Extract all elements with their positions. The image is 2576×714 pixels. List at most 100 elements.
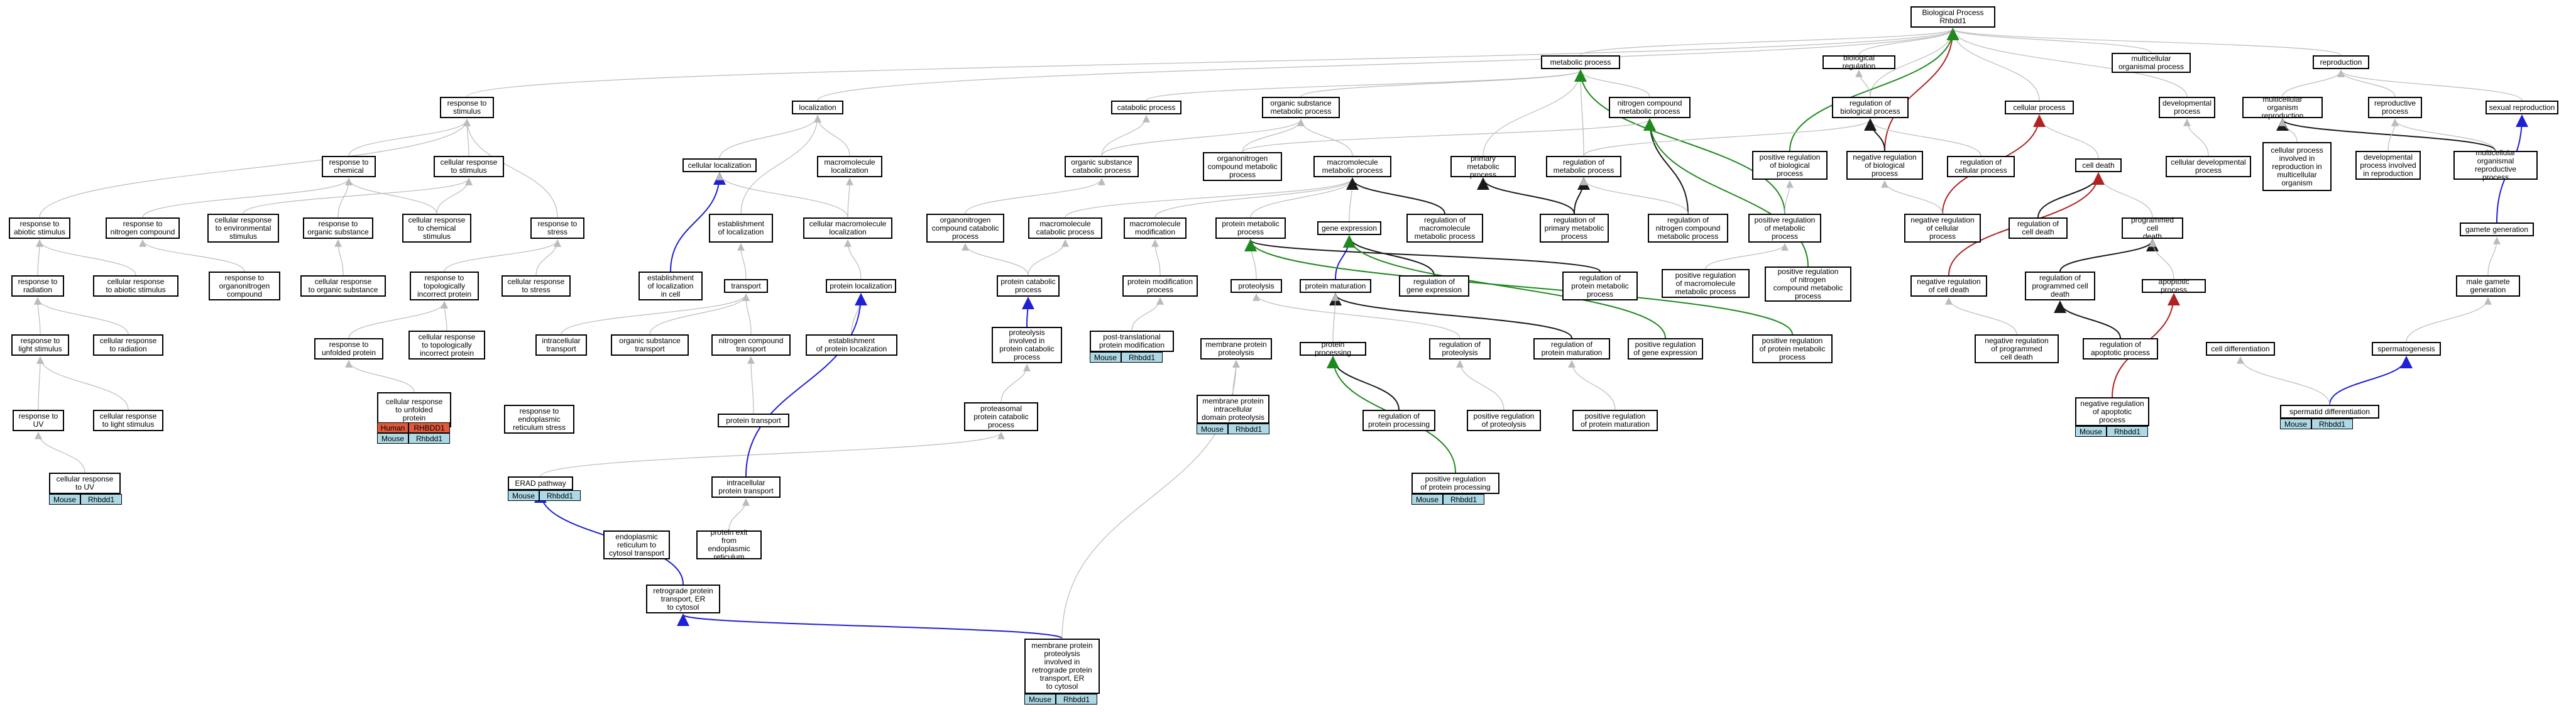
go-term-cell-dev[interactable]: cellular developmental process — [2166, 156, 2251, 177]
go-term-prot-met[interactable]: protein metabolic process — [1215, 217, 1286, 239]
go-term-cr-orgsub[interactable]: cellular response to organic substance — [300, 275, 386, 297]
go-term-resp-unfolded[interactable]: response to unfolded protein — [314, 338, 383, 360]
go-term-spermatogenesis[interactable]: spermatogenesis — [2372, 342, 2441, 356]
go-term-pcd[interactable]: programmed cell death — [2122, 216, 2183, 240]
go-term-ptm[interactable]: post-translational protein modification — [1090, 331, 1174, 352]
go-term-sexual-repro[interactable]: sexual reproduction — [2486, 101, 2558, 114]
go-term-mem-intra[interactable]: membrane protein intracellular domain pr… — [1197, 395, 1269, 424]
go-term-gene-expr[interactable]: gene expression — [1317, 221, 1381, 235]
go-term-nitro-met[interactable]: nitrogen compound metabolic process — [1609, 97, 1691, 118]
go-term-resp-orgN[interactable]: response to organonitrogen compound — [209, 272, 280, 300]
go-term-repro-proc[interactable]: reproductive process — [2368, 97, 2422, 118]
go-term-pos-reg-macromol[interactable]: positive regulation of macromolecule met… — [1662, 269, 1750, 298]
go-term-erad[interactable]: ERAD pathway — [508, 476, 573, 490]
go-term-macromol-met[interactable]: macromolecule metabolic process — [1313, 156, 1391, 177]
go-term-pos-reg-gene-expr[interactable]: positive regulation of gene expression — [1628, 338, 1703, 360]
go-term-pos-reg-met[interactable]: positive regulation of metabolic process — [1748, 214, 1821, 243]
go-term-neg-reg-pcd[interactable]: negative regulation of programmed cell d… — [1975, 334, 2059, 363]
go-term-neg-reg-apoptotic[interactable]: negative regulation of apoptotic process — [2075, 397, 2149, 426]
go-term-cr-uv[interactable]: cellular response to UV — [49, 473, 121, 494]
go-term-reg-bio[interactable]: regulation of biological process — [1832, 97, 1909, 118]
go-term-cr-light[interactable]: cellular response to light stimulus — [93, 410, 163, 431]
go-term-pos-reg-prot-mat[interactable]: positive regulation of protein maturatio… — [1572, 410, 1658, 431]
go-term-cell-resp-stim[interactable]: cellular response to stimulus — [434, 156, 504, 177]
go-term-intracell-prot-transport[interactable]: intracellular protein transport — [711, 476, 781, 498]
go-term-reg-cell-death[interactable]: regulation of cell death — [2009, 217, 2068, 239]
go-term-est-loc[interactable]: establishment of localization — [709, 214, 773, 243]
go-term-macromol-loc[interactable]: macromolecule localization — [817, 156, 882, 177]
go-term-developmental[interactable]: developmental process — [2159, 97, 2215, 118]
go-term-dev-repro[interactable]: developmental process involved in reprod… — [2355, 151, 2421, 180]
go-term-prot-processing[interactable]: protein processing — [1300, 341, 1366, 357]
go-term-proteolysis[interactable]: proteolysis — [1230, 279, 1282, 293]
go-term-reg-proteolysis[interactable]: regulation of proteolysis — [1429, 338, 1491, 360]
go-term-reg-prot-met[interactable]: regulation of protein metabolic process — [1562, 272, 1638, 300]
go-term-cr-stress[interactable]: cellular response to stress — [501, 275, 571, 297]
go-term-gamete-gen[interactable]: gamete generation — [2460, 222, 2534, 236]
go-term-catabolic[interactable]: catabolic process — [1111, 101, 1181, 114]
go-term-cell-death[interactable]: cell death — [2075, 158, 2122, 172]
go-term-macromol-cat[interactable]: macromolecule catabolic process — [1028, 217, 1102, 239]
go-term-bioreg[interactable]: biological regulation — [1822, 54, 1895, 70]
go-term-reproduction[interactable]: reproduction — [2313, 55, 2369, 69]
go-term-localization[interactable]: localization — [792, 101, 843, 114]
go-term-er-cytosol[interactable]: endoplasmic reticulum to cytosol transpo… — [603, 530, 670, 559]
go-term-resp-light[interactable]: response to light stimulus — [11, 334, 69, 356]
go-term-pos-reg-prot-met[interactable]: positive regulation of protein metabolic… — [1752, 334, 1833, 363]
go-term-cr-unfolded[interactable]: cellular response to unfolded protein — [377, 392, 451, 427]
go-term-male-gamete[interactable]: male gamete generation — [2456, 275, 2520, 297]
go-term-macromol-mod[interactable]: macromolecule modification — [1124, 217, 1187, 239]
go-term-metabolic[interactable]: metabolic process — [1541, 55, 1620, 69]
go-term-cr-env[interactable]: cellular response to environmental stimu… — [207, 214, 279, 243]
go-term-reg-macromol-met[interactable]: regulation of macromolecule metabolic pr… — [1406, 214, 1483, 243]
go-term-primary-met[interactable]: primary metabolic process — [1450, 154, 1516, 178]
go-term-cr-abiotic[interactable]: cellular response to abiotic stimulus — [93, 275, 178, 297]
go-term-reg-met[interactable]: regulation of metabolic process — [1546, 156, 1621, 177]
go-term-intracell-transport[interactable]: intracellular transport — [535, 334, 587, 356]
go-term-reg-cell[interactable]: regulation of cellular process — [1947, 156, 2015, 177]
go-term-orgsub-met[interactable]: organic substance metabolic process — [1262, 97, 1340, 118]
go-term-cr-chem[interactable]: cellular response to chemical stimulus — [402, 214, 471, 243]
go-term-mc-repro[interactable]: multicellular organism reproduction — [2242, 95, 2323, 119]
go-term-resp-orgsub[interactable]: response to organic substance — [303, 217, 373, 239]
go-term-proteolysis-cat[interactable]: proteolysis involved in protein cataboli… — [992, 327, 1062, 363]
go-term-resp-chem[interactable]: response to chemical — [322, 156, 376, 177]
go-term-prot-mat[interactable]: protein maturation — [1300, 279, 1371, 293]
go-term-prot-mod[interactable]: protein modification process — [1122, 275, 1198, 297]
go-term-cell-loc[interactable]: cellular localization — [682, 158, 757, 172]
go-term-cell-macromol-loc[interactable]: cellular macromolecule localization — [803, 217, 892, 239]
go-term-mem-prot-proteolysis[interactable]: membrane protein proteolysis — [1200, 338, 1272, 360]
go-term-reg-prot-processing[interactable]: regulation of protein processing — [1362, 410, 1435, 431]
go-term-retro[interactable]: retrograde protein transport, ER to cyto… — [646, 585, 720, 613]
go-term-mc-repro-proc[interactable]: multicellular organismal reproductive pr… — [2453, 149, 2538, 182]
go-term-nitro-transport[interactable]: nitrogen compound transport — [711, 334, 791, 356]
go-term-reg-pcd[interactable]: regulation of programmed cell death — [2025, 272, 2095, 300]
go-term-bp[interactable]: Biological Process Rhbdd1 — [1910, 6, 1995, 28]
go-term-est-loc-cell[interactable]: establishment of localization in cell — [639, 272, 703, 300]
go-term-cell-diff[interactable]: cell differentiation — [2206, 342, 2275, 356]
go-term-pos-reg-bio[interactable]: positive regulation of biological proces… — [1752, 151, 1828, 180]
go-term-resp-abiotic[interactable]: response to abiotic stimulus — [9, 217, 70, 239]
go-term-resp-topo[interactable]: response to topologically incorrect prot… — [410, 272, 479, 300]
go-term-spermatid-diff[interactable]: spermatid differentiation — [2280, 405, 2379, 419]
go-term-orgN-met[interactable]: organonitrogen compound metabolic proces… — [1203, 152, 1282, 181]
go-term-neg-reg-cell-death[interactable]: negative regulation of cell death — [1910, 275, 1987, 297]
go-term-prot-loc[interactable]: protein localization — [826, 279, 896, 293]
go-term-reg-prot-mat[interactable]: regulation of protein maturation — [1533, 338, 1610, 360]
go-term-resp-stress[interactable]: response to stress — [530, 217, 584, 239]
go-term-proteasomal[interactable]: proteasomal protein catabolic process — [964, 402, 1038, 431]
go-term-orgN-cat[interactable]: organonitrogen compound catabolic proces… — [926, 214, 1004, 243]
go-term-reg-primary[interactable]: regulation of primary metabolic process — [1540, 214, 1609, 243]
go-term-prot-transport[interactable]: protein transport — [718, 414, 789, 427]
go-term-neg-reg-cell[interactable]: negative regulation of cellular process — [1904, 214, 1981, 243]
go-term-neg-reg-bio[interactable]: negative regulation of biological proces… — [1846, 151, 1923, 180]
go-term-pos-reg-nitro[interactable]: positive regulation of nitrogen compound… — [1765, 266, 1851, 302]
go-term-cp-repro-mc[interactable]: cellular process involved in reproductio… — [2262, 142, 2332, 191]
go-term-resp-stim[interactable]: response to stimulus — [440, 97, 494, 118]
go-term-cellular-proc[interactable]: cellular process — [2005, 101, 2074, 114]
go-term-transport[interactable]: transport — [724, 279, 768, 293]
go-term-est-prot-loc[interactable]: establishment of protein localization — [806, 334, 897, 356]
go-term-resp-nitro[interactable]: response to nitrogen compound — [106, 217, 180, 239]
go-term-pos-reg-prot-processing[interactable]: positive regulation of protein processin… — [1411, 473, 1499, 494]
go-term-resp-radiation[interactable]: response to radiation — [11, 275, 64, 297]
